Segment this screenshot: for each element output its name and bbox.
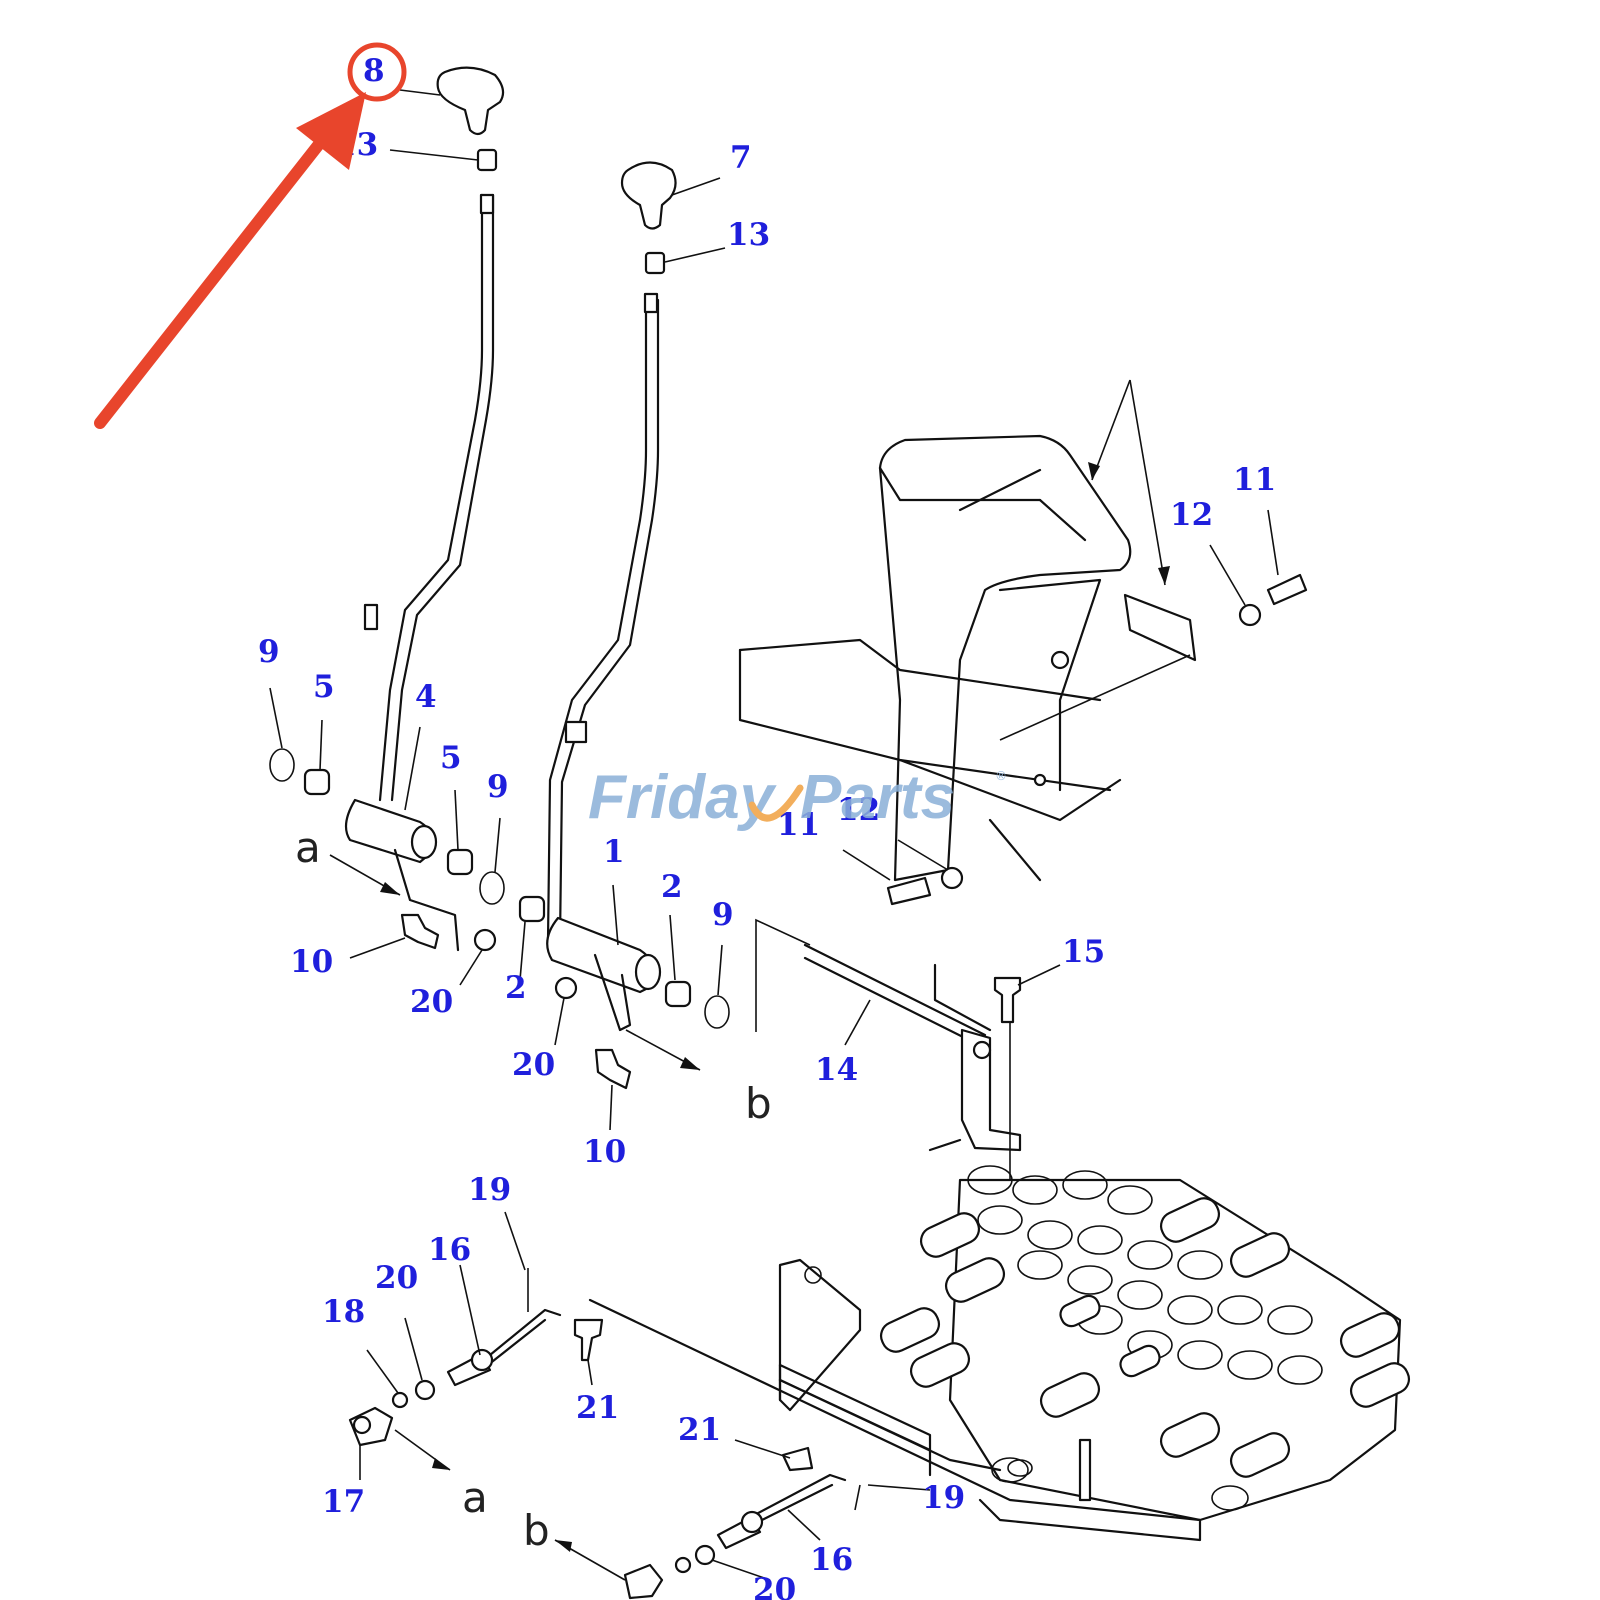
lower-linkages: [348, 1268, 861, 1600]
fitting-10-b: [594, 1048, 632, 1090]
callout-8: 8: [363, 53, 385, 89]
control-valve-block: [588, 1165, 1411, 1542]
bushing-2-a: [518, 895, 546, 923]
ring-9-b: [479, 871, 505, 905]
leader-lines: [269, 89, 1279, 1581]
bushing-5-b: [446, 848, 474, 876]
callout-9-a: 9: [258, 634, 280, 670]
washer-18: [391, 1391, 409, 1409]
callout-16-b: 16: [810, 1542, 853, 1578]
callout-12-lower: 12: [837, 792, 880, 828]
ring-9-a: [269, 748, 295, 782]
nut-13-mid: [644, 251, 666, 275]
bolt-11-upper: [1266, 573, 1308, 606]
callout-20-d: 20: [753, 1572, 796, 1600]
ref-letter-b-upper: b: [745, 1079, 772, 1128]
watermark-text-parts: Parts: [800, 763, 955, 832]
callout-10-b: 10: [583, 1134, 626, 1170]
callout-5-a: 5: [313, 669, 335, 705]
callout-13-middle: 13: [727, 217, 770, 253]
callout-labels: 8 13 7 13 11 12 9 5 4 5 9 11 12 1 2 9 10…: [258, 53, 1276, 1600]
bushing-2-b: [664, 980, 692, 1008]
knob-8-shape: [436, 66, 505, 136]
callout-2-a: 2: [661, 869, 683, 905]
bushing-5-a: [303, 768, 331, 796]
fitting-10-a: [400, 913, 440, 950]
watermark-text-friday: Friday: [588, 763, 778, 832]
callout-19-a: 19: [468, 1172, 511, 1208]
callout-14: 14: [815, 1052, 858, 1088]
pin-21-a: [573, 1318, 604, 1362]
highlight-arrow-head-icon: [296, 92, 366, 170]
bolt-11-lower: [886, 876, 932, 906]
ref-letter-a-upper: a: [295, 823, 321, 872]
ref-letter-a-lower: a: [462, 1473, 488, 1522]
callout-11-upper: 11: [1233, 462, 1276, 498]
watermark-logo: Friday Parts ®: [588, 763, 1007, 832]
ring-9-c: [704, 995, 730, 1029]
nut-20-a: [473, 928, 497, 952]
highlight-circle: [347, 42, 407, 102]
callout-7: 7: [730, 140, 752, 176]
highlight-annotation: [94, 42, 407, 429]
nut-12-upper: [1238, 603, 1262, 627]
nut-20-d: [694, 1544, 716, 1566]
reference-letters: a b a b: [295, 823, 772, 1555]
callout-20-b: 20: [512, 1047, 555, 1083]
lever-rod-left: [378, 193, 484, 802]
callout-9-b: 9: [487, 769, 509, 805]
callout-16-a: 16: [428, 1232, 471, 1268]
ball-joint-17-b: [623, 1563, 664, 1600]
nut-20-c: [414, 1379, 436, 1401]
watermark-registered-mark: ®: [995, 769, 1007, 783]
lever-rod-middle: [546, 298, 648, 942]
bolt-15: [993, 976, 1022, 1024]
knob-7-shape: [620, 161, 677, 230]
pin-21-b: [781, 1446, 814, 1472]
left-lever-assembly: [269, 66, 505, 952]
nut-13-top-left: [476, 148, 498, 172]
callout-18: 18: [322, 1294, 365, 1330]
callout-20-a: 20: [410, 984, 453, 1020]
nut-12-lower: [940, 866, 964, 890]
callout-5-b: 5: [440, 740, 462, 776]
callout-12-upper: 12: [1170, 497, 1213, 533]
callout-15: 15: [1062, 934, 1105, 970]
callout-17: 17: [322, 1484, 365, 1520]
callout-20-c: 20: [375, 1260, 418, 1296]
callout-2-b: 2: [505, 970, 527, 1006]
middle-lever-assembly: [518, 161, 811, 1090]
watermark-swoosh-icon: [748, 784, 804, 822]
callout-1: 1: [603, 834, 625, 870]
ref-letter-b-lower: b: [523, 1506, 550, 1555]
console-box: [738, 379, 1308, 906]
nut-20-b: [554, 976, 578, 1000]
callout-21-a: 21: [576, 1390, 619, 1426]
callout-21-b: 21: [678, 1412, 721, 1448]
callout-9-c: 9: [712, 897, 734, 933]
highlight-arrow-shaft: [94, 114, 344, 429]
callout-4: 4: [415, 679, 437, 715]
callout-19-b: 19: [922, 1480, 965, 1516]
callout-10-a: 10: [290, 944, 333, 980]
